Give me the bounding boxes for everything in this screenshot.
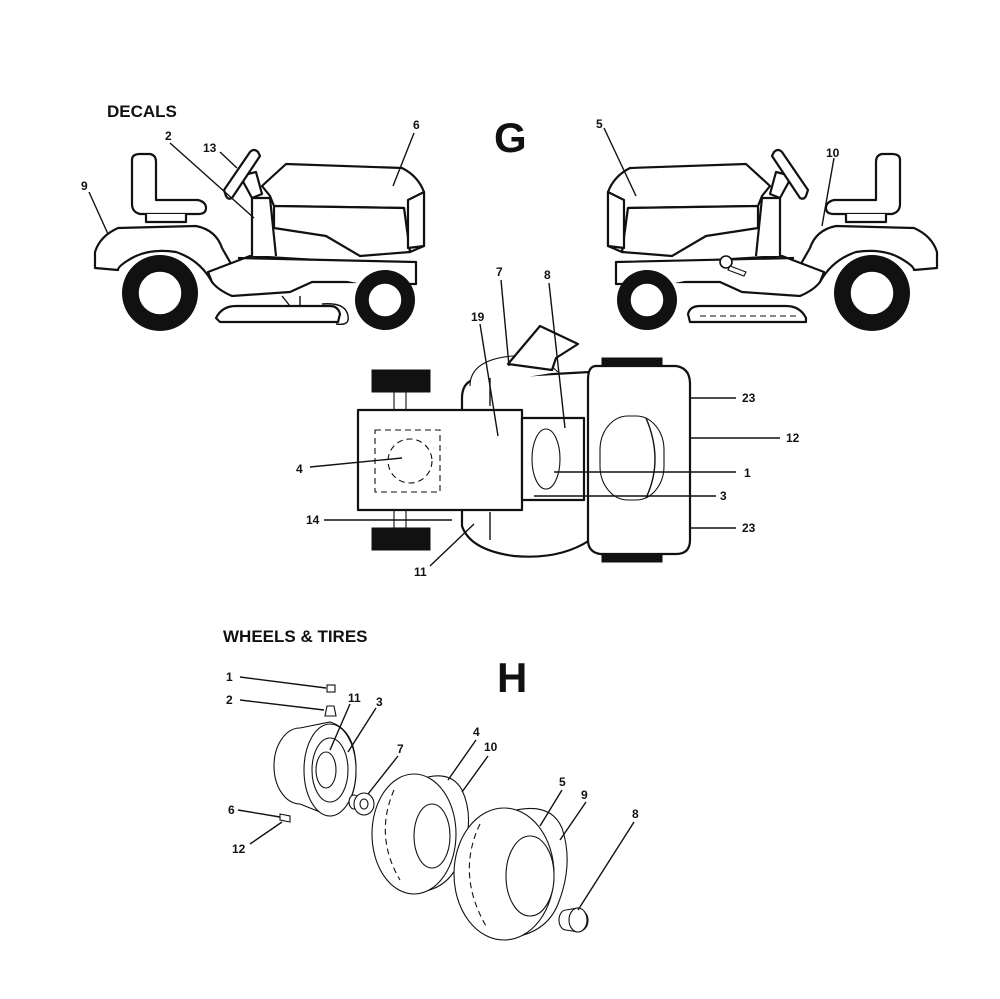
callouts-top-view: 7 8 19 4 14 11 23 12 1 3 23	[296, 265, 800, 579]
tractor-top-view	[356, 324, 692, 563]
wheels-exploded-view	[273, 684, 589, 941]
callout-7: 7	[397, 742, 404, 756]
callout-19: 19	[471, 310, 485, 324]
callout-5: 5	[559, 775, 566, 789]
rear-tire-part	[453, 807, 568, 941]
callout-8: 8	[632, 807, 639, 821]
callout-2: 2	[226, 693, 233, 707]
callout-11: 11	[414, 565, 427, 579]
callout-9: 9	[581, 788, 588, 802]
wheels-section-title: WHEELS & TIRES	[223, 627, 368, 646]
callouts-wheels: 1 2 11 3 7 4 10 5 9 8 6 12	[226, 670, 639, 911]
decals-section-title: DECALS	[107, 102, 177, 121]
callout-23-upper: 23	[742, 391, 756, 405]
callout-1: 1	[226, 670, 233, 684]
tractor-right-side-view	[606, 148, 939, 331]
bushing-part	[348, 792, 375, 816]
callout-8: 8	[544, 268, 551, 282]
valve-stem-part	[324, 705, 337, 717]
rim-part	[273, 721, 357, 817]
callout-4: 4	[296, 462, 303, 476]
grease-fitting-part	[279, 813, 291, 823]
callout-13: 13	[203, 141, 217, 155]
front-tire-part	[371, 773, 470, 895]
callout-3: 3	[376, 695, 383, 709]
hub-cap-part	[558, 907, 589, 933]
callout-3: 3	[720, 489, 727, 503]
callout-14: 14	[306, 513, 320, 527]
callout-4: 4	[473, 725, 480, 739]
callout-12: 12	[786, 431, 800, 445]
callout-1: 1	[744, 466, 751, 480]
wheels-section-letter: H	[497, 654, 527, 701]
callout-10: 10	[484, 740, 498, 754]
callout-10: 10	[826, 146, 840, 160]
callouts-left-tractor: 9 2 13 6	[81, 118, 420, 235]
callout-7: 7	[496, 265, 503, 279]
tractor-left-side-view	[93, 148, 426, 331]
callout-6: 6	[413, 118, 420, 132]
callout-6: 6	[228, 803, 235, 817]
callout-2: 2	[165, 129, 172, 143]
valve-cap-part	[326, 684, 336, 693]
callout-5: 5	[596, 117, 603, 131]
callout-11: 11	[348, 691, 361, 705]
decals-section-letter: G	[494, 114, 527, 161]
callout-9: 9	[81, 179, 88, 193]
callout-23-lower: 23	[742, 521, 756, 535]
callouts-right-tractor: 5 10	[596, 117, 840, 227]
callout-12: 12	[232, 842, 246, 856]
